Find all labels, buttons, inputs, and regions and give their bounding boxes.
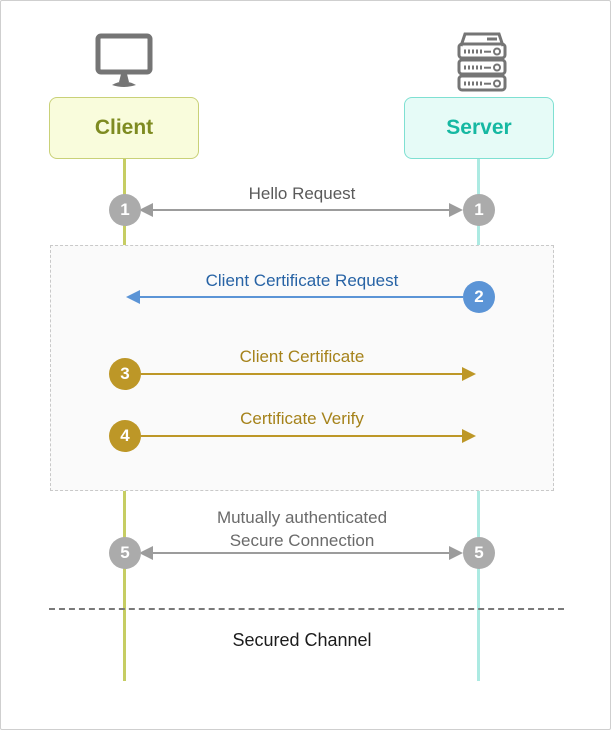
message-label-hello-request: Hello Request <box>248 184 356 203</box>
step-circle-4-client: 4 <box>109 420 141 452</box>
arrowhead-right-icon <box>462 367 476 381</box>
secured-channel-label: Secured Channel <box>232 630 372 650</box>
message-line-hello-request <box>151 209 451 211</box>
actor-box-server: Server <box>404 97 554 159</box>
actor-server-label: Server <box>446 116 512 139</box>
arrowhead-left-icon <box>126 290 140 304</box>
message-line-client-certificate-request <box>140 296 463 298</box>
message-line-client-certificate <box>141 373 462 375</box>
step-circle-3-client: 3 <box>109 358 141 390</box>
monitor-icon <box>95 33 153 87</box>
message-label-secure-connection: Mutually authenticated Secure Connection <box>125 506 479 552</box>
arrowhead-right-icon <box>449 546 463 560</box>
secured-channel-divider <box>49 608 564 610</box>
step-circle-5-client: 5 <box>109 537 141 569</box>
step-circle-5-server: 5 <box>463 537 495 569</box>
message-label-certificate-verify: Certificate Verify <box>240 409 364 428</box>
step-circle-2-server: 2 <box>463 281 495 313</box>
actor-client-label: Client <box>94 116 154 139</box>
actor-box-client: Client <box>49 97 199 159</box>
step-circle-1-server: 1 <box>463 194 495 226</box>
arrowhead-left-icon <box>139 546 153 560</box>
message-label-line2: Secure Connection <box>229 531 375 550</box>
message-label-line1: Mutually authenticated <box>216 508 388 527</box>
message-label-client-certificate: Client Certificate <box>239 347 365 366</box>
arrowhead-left-icon <box>139 203 153 217</box>
server-rack-icon <box>457 32 507 92</box>
arrowhead-right-icon <box>462 429 476 443</box>
message-label-client-certificate-request: Client Certificate Request <box>205 271 399 290</box>
arrowhead-right-icon <box>449 203 463 217</box>
step-circle-1-client: 1 <box>109 194 141 226</box>
message-line-secure-connection <box>151 552 451 554</box>
message-line-certificate-verify <box>141 435 462 437</box>
